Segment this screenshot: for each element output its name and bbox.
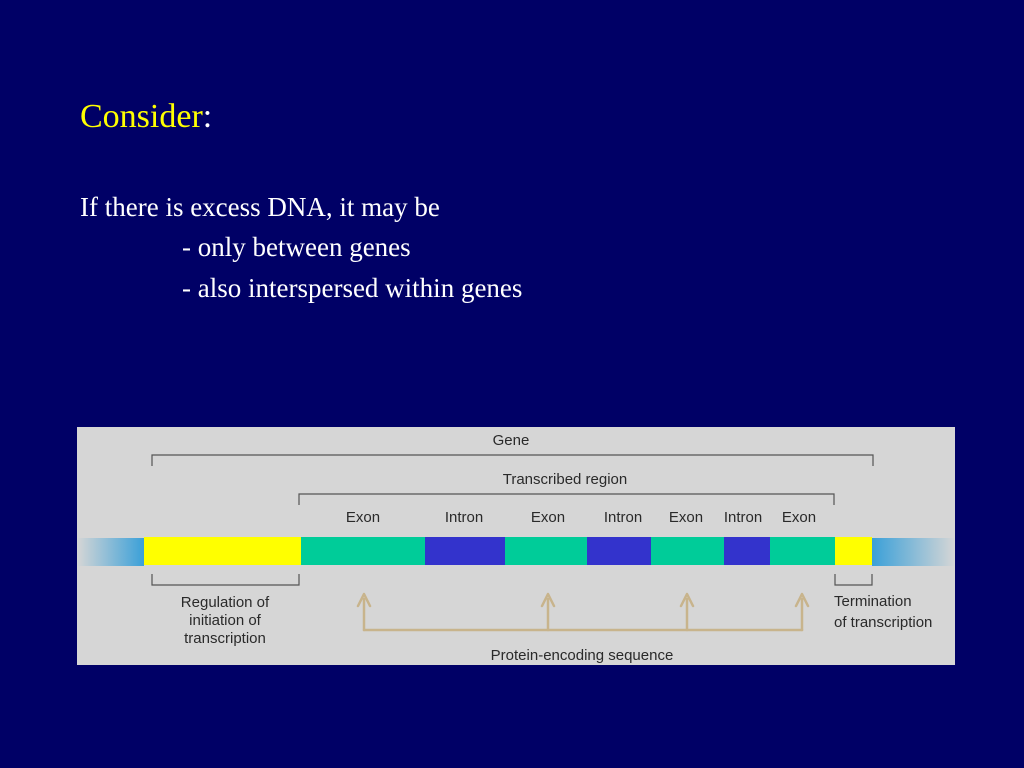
- segment-label-intron-3: Intron: [724, 509, 762, 526]
- termination-region: [835, 537, 872, 565]
- protein-encoding-bracket: [356, 592, 810, 632]
- termination-label-line-2: of transcription: [834, 614, 932, 631]
- regulation-label-line-2: initiation of: [189, 612, 262, 629]
- gene-bracket: [151, 454, 874, 466]
- protein-encoding-label: Protein-encoding sequence: [491, 647, 674, 664]
- bullet-between-genes: - only between genes: [182, 232, 411, 262]
- intron-3: [724, 537, 770, 565]
- bullet-within-genes: - also interspersed within genes: [182, 273, 523, 303]
- segment-label-exon-4: Exon: [782, 509, 816, 526]
- exon-1: [301, 537, 425, 565]
- gene-structure-diagram: Gene Transcribed region Exon Intron Exon…: [77, 427, 955, 665]
- exon-3: [651, 537, 724, 565]
- termination-bracket: [834, 574, 873, 586]
- exon-4: [770, 537, 835, 565]
- segment-label-intron-1: Intron: [445, 509, 483, 526]
- intron-1: [425, 537, 505, 565]
- segment-label-exon-3: Exon: [669, 509, 703, 526]
- title-colon: :: [202, 98, 213, 135]
- dna-fade-right: [872, 538, 955, 566]
- exon-2: [505, 537, 587, 565]
- regulation-bracket: [151, 574, 300, 586]
- regulatory-region: [144, 537, 301, 565]
- slide-title: Consider:: [80, 98, 212, 136]
- segment-label-intron-2: Intron: [604, 509, 642, 526]
- termination-label-line-1: Termination: [834, 593, 912, 610]
- gene-label: Gene: [493, 432, 530, 449]
- segment-label-exon-2: Exon: [531, 509, 565, 526]
- regulation-label-line-3: transcription: [184, 630, 266, 647]
- regulation-label-line-1: Regulation of: [181, 594, 270, 611]
- transcribed-region-bracket: [298, 493, 835, 505]
- transcribed-region-label: Transcribed region: [503, 471, 628, 488]
- intro-text: If there is excess DNA, it may be: [80, 192, 440, 222]
- gene-diagram-svg: Gene Transcribed region Exon Intron Exon…: [77, 432, 955, 664]
- segment-label-exon-1: Exon: [346, 509, 380, 526]
- intron-2: [587, 537, 651, 565]
- dna-fade-left: [77, 538, 144, 566]
- title-word: Consider: [80, 98, 203, 135]
